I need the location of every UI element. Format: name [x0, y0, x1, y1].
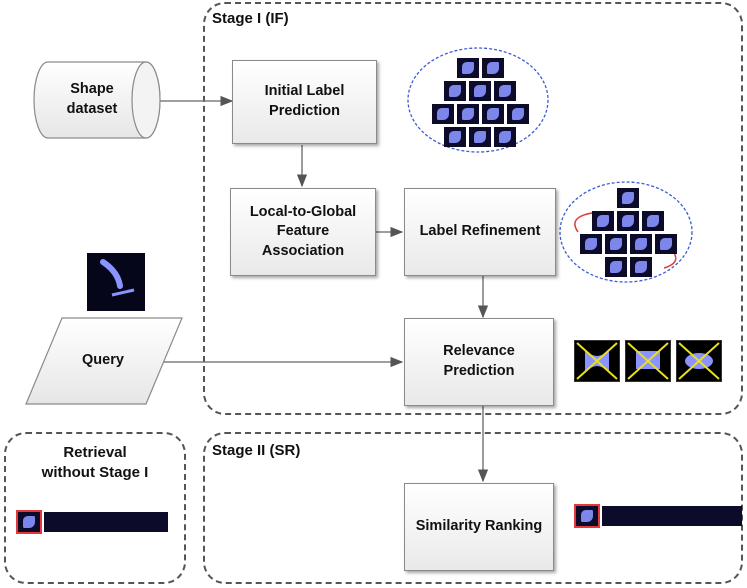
relevance-thumbnails: [574, 340, 722, 382]
shape-thumbnail: [604, 234, 627, 254]
cluster-ellipse-1: [407, 47, 549, 153]
cluster-2-thumbnails: [576, 188, 680, 277]
similarity-ranking-box: Similarity Ranking: [404, 483, 554, 571]
shape-dataset-line1: Shape: [70, 81, 114, 98]
stage-1-container: [203, 2, 743, 415]
shape-thumbnail: [494, 127, 516, 147]
stage-2-container: [203, 432, 743, 584]
initial-label-line1: Initial Label: [264, 83, 345, 100]
shape-dataset-line2: dataset: [66, 101, 118, 117]
crossed-thumbnail: [676, 340, 722, 382]
shape-thumbnail: [481, 104, 504, 124]
similarity-results: [574, 504, 742, 528]
query-result-thumbnail: [574, 504, 600, 528]
shape-thumbnail: [629, 257, 652, 277]
shape-dataset-cylinder: [33, 61, 161, 139]
crossed-thumbnail: [625, 340, 671, 382]
stage-2-title: Stage II (SR): [212, 442, 301, 459]
shape-thumbnail: [506, 104, 529, 124]
retrieval-title: Retrieval without Stage I: [4, 443, 186, 484]
shape-thumbnail: [444, 127, 466, 147]
shape-thumbnail: [629, 234, 652, 254]
shape-thumbnail: [579, 234, 602, 254]
shape-thumbnail: [431, 104, 454, 124]
shape-thumbnail: [642, 211, 664, 231]
initial-label-prediction-box: Initial Label Prediction: [232, 60, 377, 144]
initial-label-line2: Prediction: [269, 103, 340, 119]
relevance-prediction-box: Relevance Prediction: [404, 318, 554, 406]
local-global-line3: Association: [261, 242, 345, 259]
shape-thumbnail: [604, 257, 627, 277]
retrieval-container: [4, 432, 186, 584]
cluster-ellipse-2: [559, 181, 693, 283]
shape-thumbnail: [456, 58, 479, 78]
shape-thumbnail: [654, 234, 677, 254]
retrieval-results: [16, 510, 168, 534]
shape-thumbnail: [494, 81, 516, 101]
cluster-1-thumbnails: [418, 58, 542, 147]
shape-thumbnail: [44, 512, 168, 532]
retrieval-title-line2: without Stage I: [41, 464, 149, 482]
shape-thumbnail: [444, 81, 466, 101]
query-parallelogram: [25, 317, 183, 405]
shape-thumbnail: [469, 81, 491, 101]
shape-thumbnail: [617, 188, 639, 208]
crossed-thumbnail: [574, 340, 620, 382]
local-global-line2: Feature: [276, 223, 330, 240]
relevance-line2: Prediction: [443, 363, 515, 379]
query-result-thumbnail: [16, 510, 42, 534]
query-label: Query: [82, 352, 124, 369]
local-to-global-box: Local-to-Global Feature Association: [230, 188, 376, 276]
retrieval-title-line1: Retrieval: [63, 444, 127, 461]
shape-dataset-label: Shape dataset: [40, 62, 144, 138]
stage-1-title: Stage I (IF): [212, 10, 289, 27]
shape-thumbnail: [617, 211, 639, 231]
label-refinement-box: Label Refinement: [404, 188, 556, 276]
shape-thumbnail: [469, 127, 491, 147]
local-global-line1: Local-to-Global: [249, 203, 357, 220]
shape-thumbnail: [602, 506, 742, 526]
shape-thumbnail: [592, 211, 614, 231]
shape-thumbnail: [456, 104, 479, 124]
shape-thumbnail: [481, 58, 504, 78]
relevance-line1: Relevance: [443, 343, 515, 360]
